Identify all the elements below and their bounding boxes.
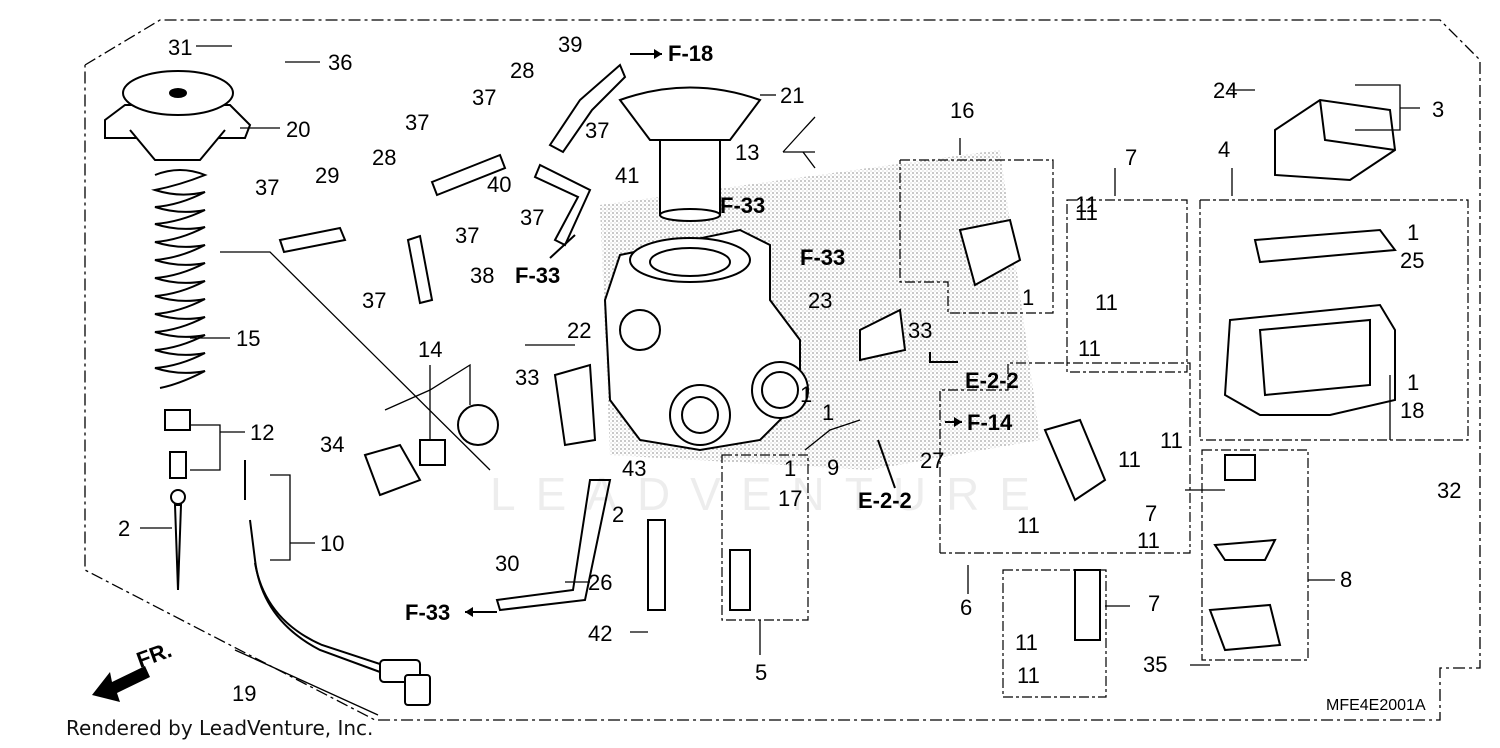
callout-1e: 1 [1022, 285, 1034, 310]
watermark: LEADVENTURE [490, 468, 1050, 520]
callout-13: 13 [735, 140, 759, 165]
ref-f33-c: F-33 [515, 263, 560, 288]
group-boxes [721, 159, 1469, 698]
callout-25: 25 [1400, 248, 1424, 273]
callout-7c: 7 [1148, 591, 1160, 616]
callout-4: 4 [1218, 137, 1230, 162]
callout-37a: 37 [472, 85, 496, 110]
ref-f14: F-14 [967, 410, 1013, 435]
jet-needle-part [164, 409, 191, 591]
callout-21: 21 [780, 83, 804, 108]
cross-references: F-18 F-33 F-33 F-33 F-33 E-2-2 E-2-2 F-1… [405, 41, 1019, 625]
callout-2b: 2 [612, 502, 624, 527]
callout-11d: 11 [1160, 428, 1183, 453]
callout-35: 35 [1143, 652, 1167, 677]
callout-11b: 11 [1095, 290, 1118, 315]
callout-2a: 2 [118, 516, 130, 541]
callout-7a: 7 [1125, 145, 1137, 170]
callout-11a: 11 [1075, 200, 1098, 225]
float-chamber-part [1223, 228, 1397, 416]
callout-11i: 11 [1017, 663, 1040, 688]
front-direction-arrow: FR. [92, 637, 175, 702]
callout-39: 39 [558, 32, 582, 57]
diaphragm-part [618, 86, 762, 222]
callout-28a: 28 [510, 58, 534, 83]
callout-11c: 11 [1078, 336, 1101, 361]
callout-9: 9 [827, 455, 839, 480]
callout-1d: 1 [822, 400, 834, 425]
callout-20: 20 [286, 117, 310, 142]
callout-3: 3 [1432, 97, 1444, 122]
callout-8: 8 [1340, 567, 1352, 592]
callout-10: 10 [320, 531, 344, 556]
callout-37c: 37 [585, 118, 609, 143]
callout-1f: 1 [1407, 370, 1419, 395]
callout-28b: 28 [372, 145, 396, 170]
callout-37g: 37 [362, 288, 386, 313]
callout-37b: 37 [405, 110, 429, 135]
callout-31: 31 [168, 35, 192, 60]
float-part [1274, 98, 1397, 182]
callout-43: 43 [622, 456, 646, 481]
callout-37f: 37 [455, 223, 479, 248]
ref-e22-a: E-2-2 [965, 368, 1019, 393]
callout-33a: 33 [908, 318, 932, 343]
callout-19: 19 [232, 681, 256, 706]
callout-1a: 1 [1407, 220, 1419, 245]
callout-29: 29 [315, 163, 339, 188]
callout-30: 30 [495, 551, 519, 576]
callout-42: 42 [588, 621, 612, 646]
callout-32: 32 [1437, 478, 1461, 503]
ref-f33-b: F-33 [800, 245, 845, 270]
callout-17: 17 [778, 486, 802, 511]
svg-text:FR.: FR. [133, 637, 175, 673]
leader-lines [140, 45, 1420, 716]
callout-1b: 1 [784, 456, 796, 481]
callout-37d: 37 [255, 175, 279, 200]
callout-14: 14 [418, 337, 442, 362]
callout-26: 26 [588, 570, 612, 595]
vent-hoses [278, 63, 627, 612]
footer-credit: Rendered by LeadVenture, Inc. [66, 716, 374, 740]
ref-f33-d: F-33 [405, 600, 450, 625]
callout-16: 16 [950, 98, 974, 123]
small-parts [363, 218, 1282, 652]
callout-15: 15 [236, 326, 260, 351]
outer-boundary [84, 19, 1481, 721]
callout-22: 22 [567, 318, 591, 343]
callout-5: 5 [755, 660, 767, 685]
callout-11g: 11 [1137, 528, 1160, 553]
callout-1c: 1 [800, 382, 812, 407]
callout-11f: 11 [1017, 513, 1040, 538]
callout-23: 23 [808, 288, 832, 313]
ref-f18: F-18 [668, 41, 713, 66]
throttle-cable-part [244, 460, 431, 706]
top-cover-part [104, 70, 252, 161]
callout-40: 40 [487, 172, 511, 197]
spring-part [151, 169, 208, 389]
callout-11h: 11 [1015, 630, 1038, 655]
callout-18: 18 [1400, 398, 1424, 423]
ref-e22-b: E-2-2 [858, 488, 912, 513]
callout-6: 6 [960, 595, 972, 620]
callout-11j: 11 [1075, 192, 1098, 217]
carburetor-body [603, 228, 809, 452]
callout-12: 12 [250, 420, 274, 445]
callout-37e: 37 [520, 205, 544, 230]
callout-34: 34 [320, 432, 344, 457]
ref-f33-a: F-33 [720, 193, 765, 218]
callout-11e: 11 [1118, 447, 1141, 472]
callouts: 31 36 20 39 21 28 37 37 37 37 37 37 37 2… [118, 32, 1461, 706]
callout-36: 36 [328, 50, 352, 75]
callout-27: 27 [920, 448, 944, 473]
callout-7b: 7 [1145, 501, 1157, 526]
callout-41: 41 [615, 163, 639, 188]
callout-38: 38 [470, 263, 494, 288]
diagram-code: MFE4E2001A [1326, 697, 1426, 714]
callout-33b: 33 [515, 365, 539, 390]
callout-24: 24 [1213, 78, 1237, 103]
